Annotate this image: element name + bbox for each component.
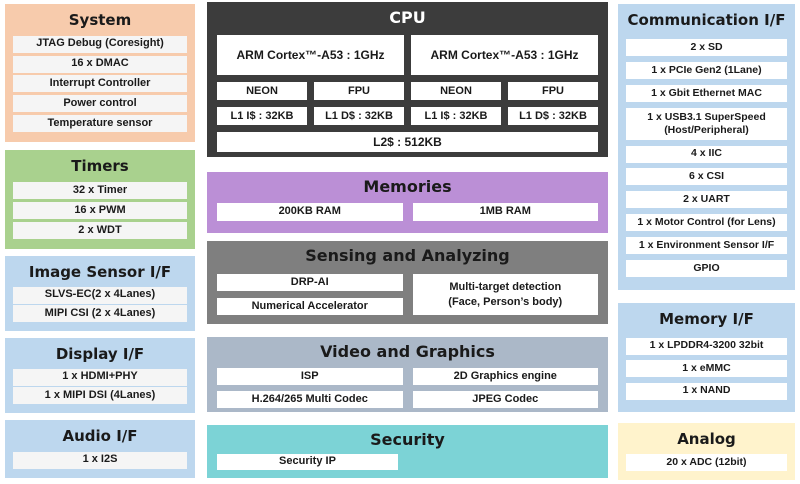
multi-target-line: (Face, Person’s body) <box>448 295 563 308</box>
analog-rows: 20 x ADC (12bit) <box>626 452 787 473</box>
cpu-core-box: ARM Cortex™-A53 : 1GHz <box>217 35 404 75</box>
analog-title: Analog <box>677 430 736 448</box>
cpu-block: CPU ARM Cortex™-A53 : 1GHz ARM Cortex™-A… <box>207 2 608 157</box>
feature-row: 1 x MIPI DSI (4Lanes) <box>13 387 187 405</box>
system-title: System <box>68 11 132 29</box>
cpu-unit-box: FPU <box>508 82 598 100</box>
communication-if-title: Communication I/F <box>627 11 786 29</box>
audio-rows: 1 x I2S <box>13 449 187 471</box>
feature-row: 16 x DMAC <box>13 55 187 73</box>
timers-block: Timers 32 x Timer 16 x PWM 2 x WDT <box>5 150 195 249</box>
cpu-l2-cache-box: L2$ : 512KB <box>217 132 598 152</box>
feature-row: Numerical Accelerator <box>217 298 403 315</box>
feature-row: 2 x SD <box>626 38 787 56</box>
image-sensor-if-title: Image Sensor I/F <box>28 263 172 281</box>
sensing-rows: DRP-AI Multi-target detection (Face, Per… <box>217 274 598 315</box>
cpu-grid: ARM Cortex™-A53 : 1GHz ARM Cortex™-A53 :… <box>217 35 598 152</box>
feature-row: Temperature sensor <box>13 115 187 133</box>
multi-target-line: Multi-target detection <box>449 280 562 293</box>
analog-block: Analog 20 x ADC (12bit) <box>618 423 795 480</box>
cpu-l1-cache-box: L1 D$ : 32KB <box>508 107 598 125</box>
cpu-l1-cache-box: L1 I$ : 32KB <box>411 107 501 125</box>
feature-row: 2D Graphics engine <box>412 368 598 385</box>
sensing-analyzing-block: Sensing and Analyzing DRP-AI Multi-targe… <box>207 241 608 324</box>
right-column: Communication I/F 2 x SD 1 x PCIe Gen2 (… <box>618 4 795 480</box>
feature-row: 200KB RAM <box>217 203 403 221</box>
feature-row: 1 x eMMC <box>626 360 787 377</box>
feature-row: GPIO <box>626 260 787 278</box>
system-block: System JTAG Debug (Coresight) 16 x DMAC … <box>5 4 195 142</box>
feature-row: 1 x Motor Control (for Lens) <box>626 214 787 232</box>
audio-if-block: Audio I/F 1 x I2S <box>5 420 195 478</box>
display-if-title: Display I/F <box>55 345 145 363</box>
feature-row: 1 x I2S <box>13 451 187 469</box>
feature-row: 1 x NAND <box>626 382 787 400</box>
video-graphics-block: Video and Graphics ISP 2D Graphics engin… <box>207 337 608 412</box>
memory-if-rows: 1 x LPDDR4-3200 32bit 1 x eMMC 1 x NAND <box>626 332 787 405</box>
security-title: Security <box>370 430 445 449</box>
feature-row: 2 x UART <box>626 191 787 209</box>
sensing-analyzing-title: Sensing and Analyzing <box>305 246 510 265</box>
feature-row: Interrupt Controller <box>13 75 187 93</box>
cpu-unit-box: NEON <box>217 82 307 100</box>
feature-row: ISP <box>217 368 403 385</box>
display-if-block: Display I/F 1 x HDMI+PHY 1 x MIPI DSI (4… <box>5 338 195 413</box>
feature-row: JPEG Codec <box>412 391 598 408</box>
cpu-core-box: ARM Cortex™-A53 : 1GHz <box>411 35 598 75</box>
memories-block: Memories 200KB RAM 1MB RAM <box>207 172 608 233</box>
image-sensor-rows: SLVS-EC(2 x 4Lanes) MIPI CSI (2 x 4Lanes… <box>13 285 187 324</box>
feature-row: 6 x CSI <box>626 168 787 186</box>
feature-row: 1 x LPDDR4-3200 32bit <box>626 337 787 355</box>
display-rows: 1 x HDMI+PHY 1 x MIPI DSI (4Lanes) <box>13 367 187 406</box>
feature-row: Power control <box>13 95 187 113</box>
communication-rows: 2 x SD 1 x PCIe Gen2 (1Lane) 1 x Gbit Et… <box>626 33 787 283</box>
audio-if-title: Audio I/F <box>62 427 138 445</box>
feature-row: MIPI CSI (2 x 4Lanes) <box>13 305 187 323</box>
cpu-l1-cache-box: L1 D$ : 32KB <box>314 107 404 125</box>
middle-column: CPU ARM Cortex™-A53 : 1GHz ARM Cortex™-A… <box>207 2 608 478</box>
memories-title: Memories <box>363 177 452 196</box>
feature-row: 1 x PCIe Gen2 (1Lane) <box>626 61 787 79</box>
video-rows: ISP 2D Graphics engine H.264/265 Multi C… <box>217 368 598 408</box>
feature-row: 20 x ADC (12bit) <box>626 454 787 471</box>
feature-row: 4 x IIC <box>626 145 787 163</box>
feature-row: DRP-AI <box>217 274 403 291</box>
system-rows: JTAG Debug (Coresight) 16 x DMAC Interru… <box>13 33 187 135</box>
image-sensor-if-block: Image Sensor I/F SLVS-EC(2 x 4Lanes) MIP… <box>5 256 195 331</box>
timers-title: Timers <box>71 157 129 175</box>
memories-rows: 200KB RAM 1MB RAM <box>217 203 598 221</box>
feature-row: 2 x WDT <box>13 222 187 239</box>
multi-target-detection-box: Multi-target detection (Face, Person’s b… <box>412 274 598 315</box>
feature-row: 16 x PWM <box>13 202 187 219</box>
cpu-unit-box: NEON <box>411 82 501 100</box>
feature-row: 1 x Gbit Ethernet MAC <box>626 84 787 102</box>
memory-if-block: Memory I/F 1 x LPDDR4-3200 32bit 1 x eMM… <box>618 303 795 412</box>
communication-if-block: Communication I/F 2 x SD 1 x PCIe Gen2 (… <box>618 4 795 290</box>
left-column: System JTAG Debug (Coresight) 16 x DMAC … <box>5 4 195 478</box>
feature-row: Security IP <box>217 454 398 470</box>
security-block: Security Security IP <box>207 425 608 478</box>
cpu-title: CPU <box>389 8 426 27</box>
feature-row: 1 x HDMI+PHY <box>13 368 187 386</box>
feature-row: SLVS-EC(2 x 4Lanes) <box>13 286 187 304</box>
video-graphics-title: Video and Graphics <box>320 342 495 361</box>
memory-if-title: Memory I/F <box>659 310 754 328</box>
cpu-unit-box: FPU <box>314 82 404 100</box>
cpu-l1-cache-box: L1 I$ : 32KB <box>217 107 307 125</box>
feature-row: 32 x Timer <box>13 182 187 199</box>
feature-row: 1 x USB3.1 SuperSpeed (Host/Peripheral) <box>626 107 787 140</box>
feature-row: H.264/265 Multi Codec <box>217 391 403 408</box>
feature-row: JTAG Debug (Coresight) <box>13 35 187 53</box>
feature-row: 1MB RAM <box>412 203 598 221</box>
timers-rows: 32 x Timer 16 x PWM 2 x WDT <box>13 179 187 242</box>
feature-row: 1 x Environment Sensor I/F <box>626 237 787 255</box>
